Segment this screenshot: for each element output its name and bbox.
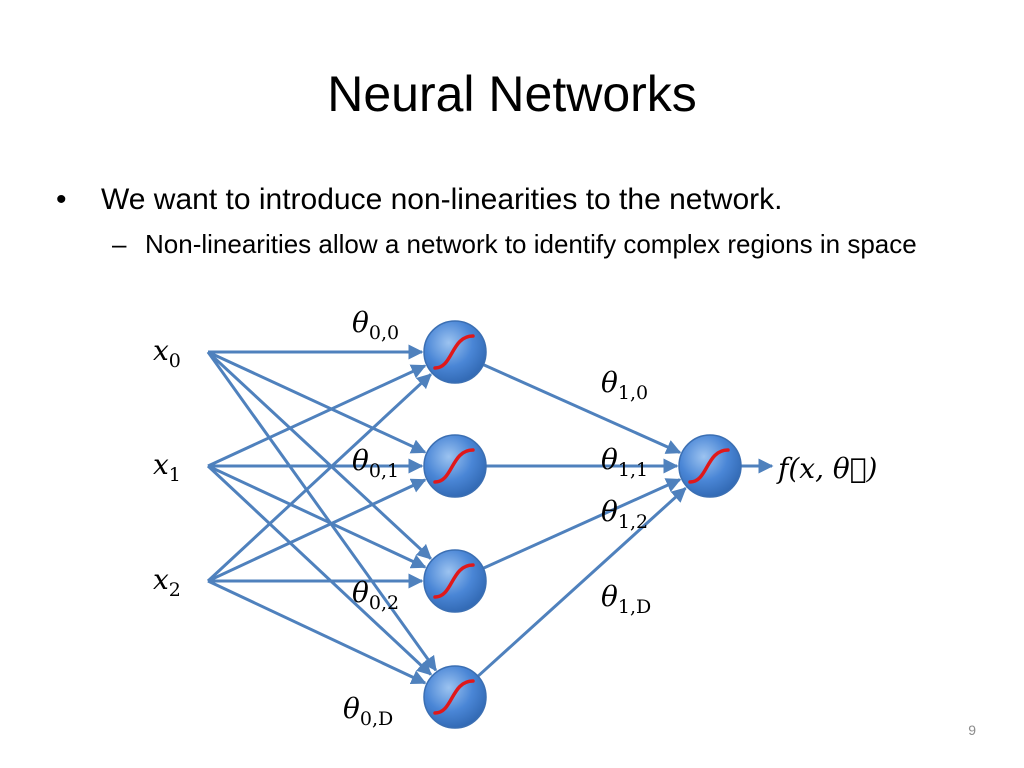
edge-input-2-hidden-0 (206, 373, 432, 583)
neuron-circle (423, 434, 487, 498)
input-label-x0-subscript: 0 (169, 350, 181, 372)
nodes-group (423, 320, 742, 729)
weight-label-layer1-2-base: θ (601, 495, 618, 528)
hidden-neuron-1 (423, 434, 487, 498)
sigmoid-activation-icon (433, 679, 475, 715)
edge-input-0-hidden-1 (207, 350, 427, 454)
labels-group: x0x1x2θ0,0θ0,1θ0,2θ0,Dθ1,0θ1,1θ1,2θ1,Df(… (153, 306, 877, 730)
weight-label-layer0-0: θ0,0 (352, 306, 399, 344)
sigmoid-activation-icon (433, 334, 475, 370)
weight-label-layer1-2-subscript: 1,2 (618, 511, 648, 533)
weight-label-layer0-0-subscript: 0,0 (369, 322, 399, 344)
edge-input-1-hidden-0 (207, 364, 427, 468)
weight-label-layer1-1-subscript: 1,1 (618, 459, 648, 481)
weight-label-layer1-0: θ1,0 (601, 366, 648, 404)
weight-label-layer1-3: θ1,D (601, 580, 651, 618)
edge-input-0-hidden-3 (206, 351, 438, 672)
edge-input-2-hidden-1 (207, 478, 427, 583)
weight-label-layer0-3-base: θ (343, 692, 360, 725)
edge-input-0-hidden-2 (206, 350, 432, 560)
input-label-x2-subscript: 2 (169, 579, 181, 601)
weight-label-layer1-1-base: θ (601, 443, 618, 476)
weight-label-layer1-2: θ1,2 (601, 495, 648, 533)
weight-label-layer0-0-base: θ (352, 306, 369, 339)
input-label-x0: x0 (153, 334, 181, 372)
weight-label-layer0-1-subscript: 0,1 (369, 460, 399, 482)
input-label-x1-subscript: 1 (169, 464, 181, 486)
input-label-x2-base: x (153, 563, 169, 596)
edge-hidden-3-output (476, 487, 687, 678)
output-label: f(x, θ⃗) (776, 452, 877, 485)
weight-label-layer0-3-subscript: 0,D (360, 708, 393, 730)
weight-label-layer0-1-base: θ (352, 444, 369, 477)
weight-label-layer1-3-base: θ (601, 580, 618, 613)
bullet-marker: • (56, 183, 67, 216)
edge-hidden-2-output (482, 478, 682, 570)
edge-input-1-hidden-2 (207, 464, 427, 569)
input-label-x2: x2 (153, 563, 181, 601)
input-label-x0-base: x (153, 334, 169, 367)
weight-label-layer0-2: θ0,2 (352, 576, 399, 614)
neuron-circle (423, 549, 487, 613)
page-number: 9 (968, 722, 976, 738)
input-label-x1-base: x (153, 448, 169, 481)
sigmoid-activation-icon (688, 448, 730, 484)
sub-bullet-text: Non-linearities allow a network to ident… (145, 229, 917, 259)
hidden-neuron-2 (423, 549, 487, 613)
sigmoid-activation-icon (433, 563, 475, 599)
output-neuron (678, 434, 742, 498)
edge-hidden-0-output (482, 363, 682, 454)
weight-label-layer0-3: θ0,D (343, 692, 393, 730)
neuron-circle (423, 665, 487, 729)
weight-label-layer1-1: θ1,1 (601, 443, 648, 481)
edges-group (206, 344, 774, 685)
sub-bullet-marker: – (112, 229, 127, 259)
weight-label-layer0-2-base: θ (352, 576, 369, 609)
slide-title: Neural Networks (327, 66, 697, 122)
weight-label-layer0-1: θ0,1 (352, 444, 399, 482)
weight-label-layer1-3-subscript: 1,D (618, 596, 651, 618)
bullet-text: We want to introduce non-linearities to … (101, 183, 783, 216)
edge-input-1-hidden-3 (206, 464, 432, 676)
input-label-x1: x1 (153, 448, 181, 486)
hidden-neuron-3 (423, 665, 487, 729)
weight-label-layer0-2-subscript: 0,2 (369, 592, 399, 614)
neuron-circle (678, 434, 742, 498)
edge-input-2-hidden-3 (207, 579, 427, 685)
neuron-circle (423, 320, 487, 384)
weight-label-layer1-0-base: θ (601, 366, 618, 399)
weight-label-layer1-0-subscript: 1,0 (618, 382, 648, 404)
sigmoid-activation-icon (433, 448, 475, 484)
hidden-neuron-0 (423, 320, 487, 384)
